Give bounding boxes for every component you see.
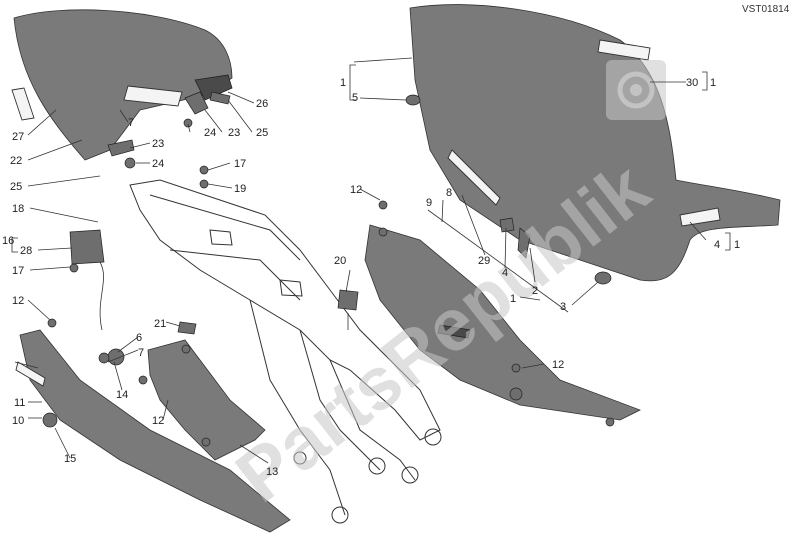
callout-8: 8 bbox=[446, 187, 452, 199]
callout-17: 17 bbox=[12, 265, 24, 277]
callout-29: 29 bbox=[478, 255, 490, 267]
callout-16: 16 bbox=[2, 235, 14, 247]
callout-25: 25 bbox=[10, 181, 22, 193]
callout-12: 12 bbox=[350, 184, 362, 196]
callout-9: 9 bbox=[426, 197, 432, 209]
callout-24: 24 bbox=[204, 127, 216, 139]
callout-3: 3 bbox=[560, 301, 566, 313]
callout-2: 2 bbox=[532, 285, 538, 297]
callout-17: 17 bbox=[234, 158, 246, 170]
callout-27: 27 bbox=[12, 131, 24, 143]
callout-4: 4 bbox=[502, 267, 508, 279]
callout-19: 19 bbox=[234, 183, 246, 195]
callout-30: 30 bbox=[686, 77, 698, 89]
callout-23: 23 bbox=[228, 127, 240, 139]
leader-lines bbox=[11, 57, 731, 464]
callout-1: 1 bbox=[510, 293, 516, 305]
bracket-part bbox=[107, 91, 231, 169]
callout-labels: 1 5 30 1 4 1 3 1 2 4 29 9 8 12 12 20 21 … bbox=[2, 77, 740, 478]
callout-7: 7 bbox=[128, 117, 134, 129]
callout-13: 13 bbox=[266, 466, 278, 478]
callout-11: 11 bbox=[14, 397, 25, 409]
callout-25: 25 bbox=[256, 127, 268, 139]
callout-23: 23 bbox=[152, 138, 164, 150]
callout-1: 1 bbox=[340, 77, 346, 89]
callout-1: 1 bbox=[734, 239, 740, 251]
watermark-gear-icon bbox=[606, 60, 666, 120]
diagram-code: VST01814 bbox=[742, 4, 790, 15]
right-side-panel-part bbox=[364, 224, 641, 427]
callout-24: 24 bbox=[152, 158, 164, 170]
callout-12: 12 bbox=[152, 415, 164, 427]
rider-seat-part bbox=[409, 4, 781, 282]
callout-15: 15 bbox=[64, 453, 76, 465]
callout-12: 12 bbox=[552, 359, 564, 371]
callout-5: 5 bbox=[352, 92, 358, 104]
callout-6: 6 bbox=[136, 332, 142, 344]
callout-20: 20 bbox=[334, 255, 346, 267]
subframe-part bbox=[129, 179, 442, 524]
callout-14: 14 bbox=[116, 389, 128, 401]
callout-22: 22 bbox=[10, 155, 22, 167]
callout-7: 7 bbox=[138, 347, 144, 359]
callout-10: 10 bbox=[12, 415, 24, 427]
callout-18: 18 bbox=[12, 203, 24, 215]
callout-4: 4 bbox=[714, 239, 720, 251]
seat-cowl-part bbox=[11, 9, 233, 161]
callout-26: 26 bbox=[256, 98, 268, 110]
left-side-panel-part bbox=[15, 329, 291, 533]
undertray-part bbox=[138, 339, 266, 461]
callout-12: 12 bbox=[12, 295, 24, 307]
callout-1: 1 bbox=[710, 77, 716, 89]
callout-21: 21 bbox=[154, 318, 166, 330]
callout-28: 28 bbox=[20, 245, 32, 257]
